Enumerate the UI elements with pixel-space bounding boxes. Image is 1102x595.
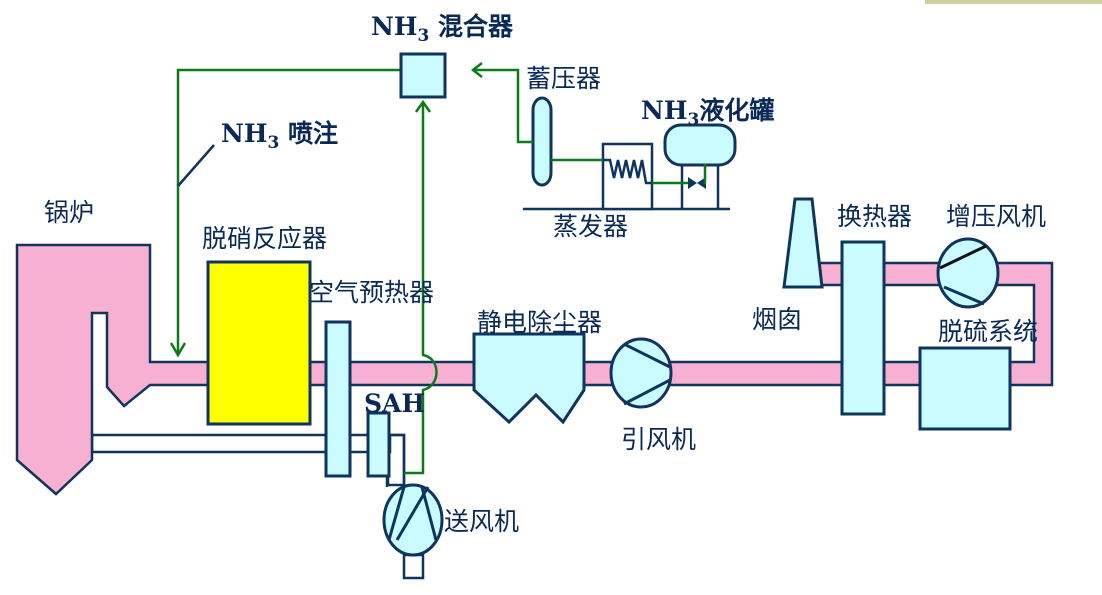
accumulator bbox=[531, 96, 553, 187]
label-air-preheater: 空气预热器 bbox=[309, 278, 434, 307]
desulfurization-system bbox=[918, 346, 1012, 431]
label-boiler: 锅炉 bbox=[44, 198, 94, 227]
label-booster-fan: 增压风机 bbox=[946, 202, 1046, 231]
boiler bbox=[15, 243, 210, 496]
valve-icon bbox=[688, 177, 706, 189]
id-fan bbox=[609, 337, 673, 409]
label-evaporator: 蒸发器 bbox=[553, 212, 628, 241]
label-nh3-tank: NH3液化罐 bbox=[641, 96, 774, 130]
label-nh3-mixer: NH3 混合器 bbox=[371, 12, 514, 46]
label-nh3-injection: NH3 喷注 bbox=[221, 119, 338, 153]
label-fgd-system: 脱硫系统 bbox=[938, 317, 1038, 346]
chimney bbox=[782, 197, 824, 289]
label-chimney: 烟囱 bbox=[752, 305, 802, 334]
label-heat-exchanger: 换热器 bbox=[837, 202, 912, 231]
label-fd-fan: 送风机 bbox=[444, 507, 519, 536]
fd-fan bbox=[382, 483, 444, 557]
nh3-storage-tank bbox=[663, 123, 737, 209]
nh3-lines bbox=[169, 62, 707, 475]
label-accumulator: 蓄压器 bbox=[526, 64, 601, 93]
heat-exchanger bbox=[840, 240, 886, 416]
booster-fan bbox=[936, 237, 1000, 309]
evaporator bbox=[601, 142, 654, 211]
label-denox-reactor: 脱硝反应器 bbox=[202, 224, 327, 253]
denox-reactor bbox=[206, 260, 312, 426]
air-preheater bbox=[324, 320, 352, 478]
decorative-top-bar bbox=[925, 0, 1102, 4]
nh3-mixer bbox=[399, 52, 447, 99]
label-id-fan: 引风机 bbox=[621, 425, 696, 454]
label-esp: 静电除尘器 bbox=[477, 308, 602, 337]
fd-fan-inlet bbox=[402, 553, 425, 580]
electrostatic-precipitator bbox=[472, 332, 586, 425]
label-sah: SAH bbox=[364, 389, 425, 418]
sah-unit bbox=[366, 411, 391, 478]
